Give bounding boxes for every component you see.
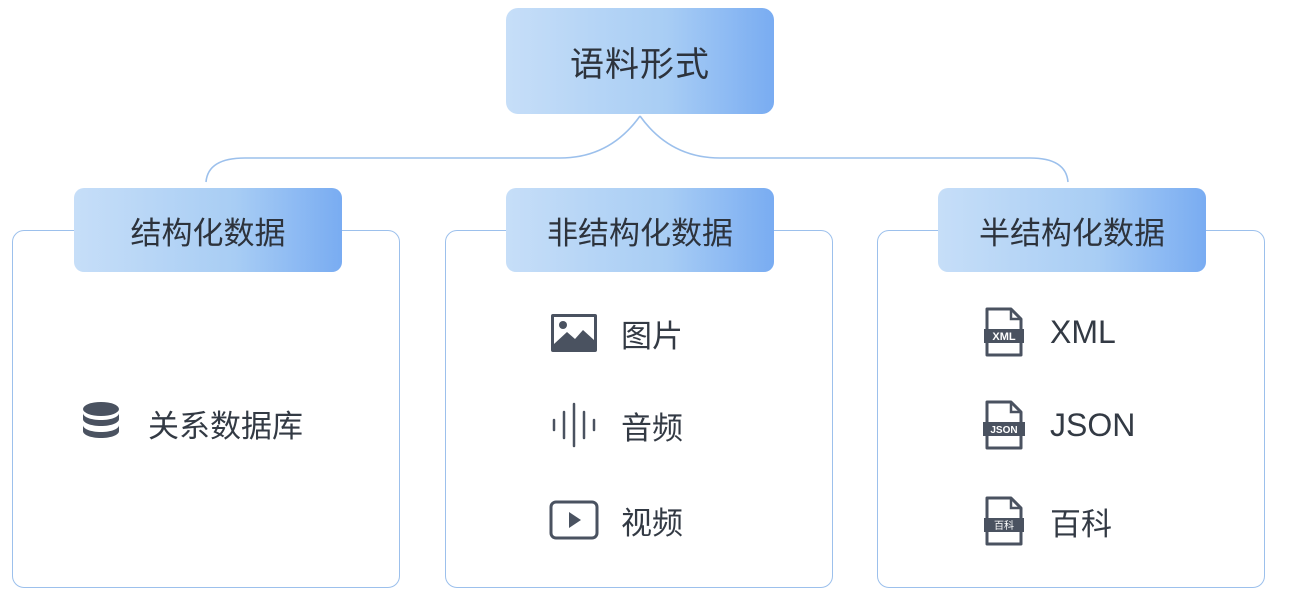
category-label: 半结构化数据 <box>979 215 1165 252</box>
xml-file-icon: XML <box>978 307 1028 357</box>
encyclopedia-file-icon: 百科 <box>978 496 1028 546</box>
svg-text:百科: 百科 <box>994 519 1014 532</box>
database-icon <box>76 398 126 448</box>
list-item-video: 视频 <box>549 495 683 545</box>
list-item-audio: 音频 <box>549 400 683 450</box>
list-item-image: 图片 <box>549 308 683 358</box>
category-box-unstructured <box>445 230 833 588</box>
item-label: 视频 <box>621 505 683 542</box>
root-node: 语料形式 <box>506 8 774 114</box>
item-label: 百科 <box>1050 506 1112 543</box>
category-header-unstructured: 非结构化数据 <box>506 188 774 272</box>
svg-text:XML: XML <box>992 331 1016 343</box>
json-file-icon: JSON <box>978 400 1028 450</box>
category-header-structured: 结构化数据 <box>74 188 342 272</box>
list-item-xml: XML XML <box>978 307 1116 357</box>
audio-waveform-icon <box>549 400 599 450</box>
item-label: 关系数据库 <box>148 408 303 445</box>
list-item-json: JSON JSON <box>978 400 1135 450</box>
item-label: 图片 <box>621 318 683 355</box>
root-label: 语料形式 <box>570 44 710 85</box>
video-play-icon <box>549 495 599 545</box>
image-icon <box>549 308 599 358</box>
item-label: JSON <box>1050 406 1136 443</box>
item-label: XML <box>1050 313 1116 350</box>
item-label: 音频 <box>621 410 683 447</box>
category-header-semistructured: 半结构化数据 <box>938 188 1206 272</box>
list-item-relational-db: 关系数据库 <box>76 398 303 448</box>
list-item-encyclopedia: 百科 百科 <box>978 496 1112 546</box>
svg-text:JSON: JSON <box>990 425 1017 436</box>
category-label: 非结构化数据 <box>547 215 733 252</box>
category-label: 结构化数据 <box>130 215 286 252</box>
